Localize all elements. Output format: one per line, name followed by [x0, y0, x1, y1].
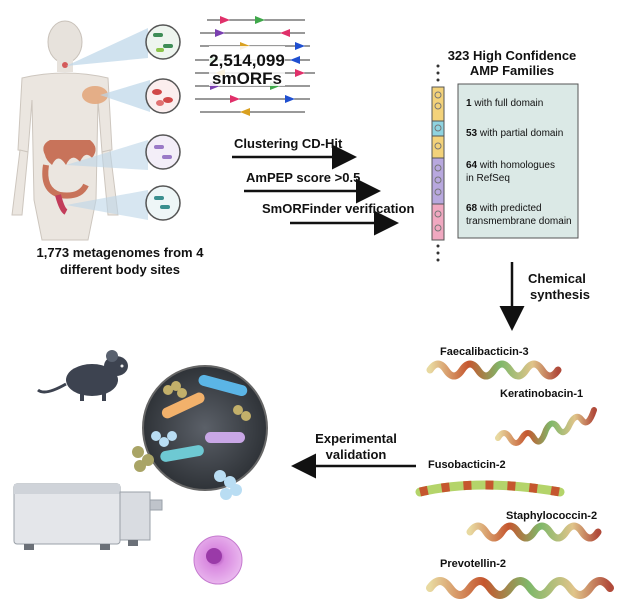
helix-ribbon	[426, 360, 562, 380]
svg-text:53 with partial domain: 53 with partial domain	[466, 128, 563, 139]
family-text: with homologues	[477, 160, 555, 171]
helix-ribbon	[415, 480, 565, 497]
callout-cones	[66, 28, 150, 220]
smorf-count-backdrop	[209, 46, 285, 86]
peptide-fusobacticin-2: Fusobacticin-2	[415, 459, 565, 497]
bacteria-dish-icon	[142, 365, 268, 491]
synthesis-label-line2: synthesis	[530, 287, 590, 302]
smorf-count: 2,514,099	[209, 51, 285, 70]
peptide-name: Prevotellin-2	[440, 558, 506, 570]
peptide-keratinobacin-1: Keratinobacin-1	[495, 388, 597, 446]
family-item-full-domain: 1 with full domain	[466, 98, 543, 109]
skin-microbiome-circle	[145, 78, 181, 114]
svg-text:68 with predicted: 68 with predicted	[466, 203, 542, 214]
peptide-staphylococcin-2: Staphylococcin-2	[466, 510, 602, 542]
family-text: with partial domain	[477, 128, 563, 139]
validation-label-line2: validation	[326, 447, 387, 462]
family-count: 68	[466, 203, 478, 214]
family-count: 1	[466, 98, 472, 109]
families-summary-box	[457, 83, 579, 239]
sequencer-instrument-icon	[13, 483, 163, 550]
oral-microbiome-circle	[145, 134, 181, 170]
helix-ribbon	[426, 577, 614, 599]
family-item-partial-domain: 53 with partial domain	[466, 128, 563, 139]
mouse-icon	[37, 350, 128, 401]
family-count: 53	[466, 128, 478, 139]
pipeline-step-ampep: AmPEP score >0.5	[244, 170, 381, 204]
synthesis-label-line1: Chemical	[528, 271, 586, 286]
step-label: Clustering CD-Hit	[234, 136, 343, 151]
family-item-transmembrane: 68 with predicted transmembrane domain	[466, 203, 572, 227]
peptide-name: Keratinobacin-1	[500, 388, 583, 400]
family-text: with full domain	[472, 98, 544, 109]
families-title-line2: AMP Families	[470, 63, 554, 78]
peptide-name: Faecalibacticin-3	[440, 346, 529, 358]
validation-label-line1: Experimental	[315, 431, 397, 446]
family-text: with predicted	[477, 203, 541, 214]
svg-text:64 with homologues: 64 with homologues	[466, 160, 555, 171]
step-label: AmPEP score >0.5	[246, 170, 360, 185]
peptide-prevotellin-2: Prevotellin-2	[426, 558, 614, 599]
step-label: SmORFinder verification	[262, 201, 414, 216]
peptide-name: Staphylococcin-2	[506, 510, 597, 522]
peptide-faecalibacticin-3: Faecalibacticin-3	[426, 346, 562, 380]
family-count: 64	[466, 160, 478, 171]
helix-ribbon	[495, 407, 597, 446]
families-title-line1: 323 High Confidence	[448, 48, 577, 63]
smorf-label: smORFs	[212, 69, 282, 88]
vaginal-microbiome-circle	[145, 185, 181, 221]
metagenomes-label-line2: different body sites	[60, 262, 180, 277]
gut-microbiome-circle	[145, 24, 181, 60]
pipeline-step-smorfinder: SmORFinder verification	[262, 201, 414, 236]
svg-text:1 with full domain: 1 with full domain	[466, 98, 543, 109]
sequence-stack	[431, 64, 445, 262]
family-text-2: transmembrane domain	[466, 216, 572, 227]
helix-ribbon	[466, 522, 602, 542]
cell-clusters-outside	[132, 446, 242, 500]
metagenomes-label-line1: 1,773 metagenomes from 4	[37, 245, 205, 260]
peptide-name: Fusobacticin-2	[428, 459, 506, 471]
mammalian-cell-icon	[193, 535, 243, 585]
pipeline-step-clustering: Clustering CD-Hit	[232, 136, 357, 170]
family-item-homologues: 64 with homologues in RefSeq	[466, 160, 555, 184]
family-text-2: in RefSeq	[466, 173, 510, 184]
